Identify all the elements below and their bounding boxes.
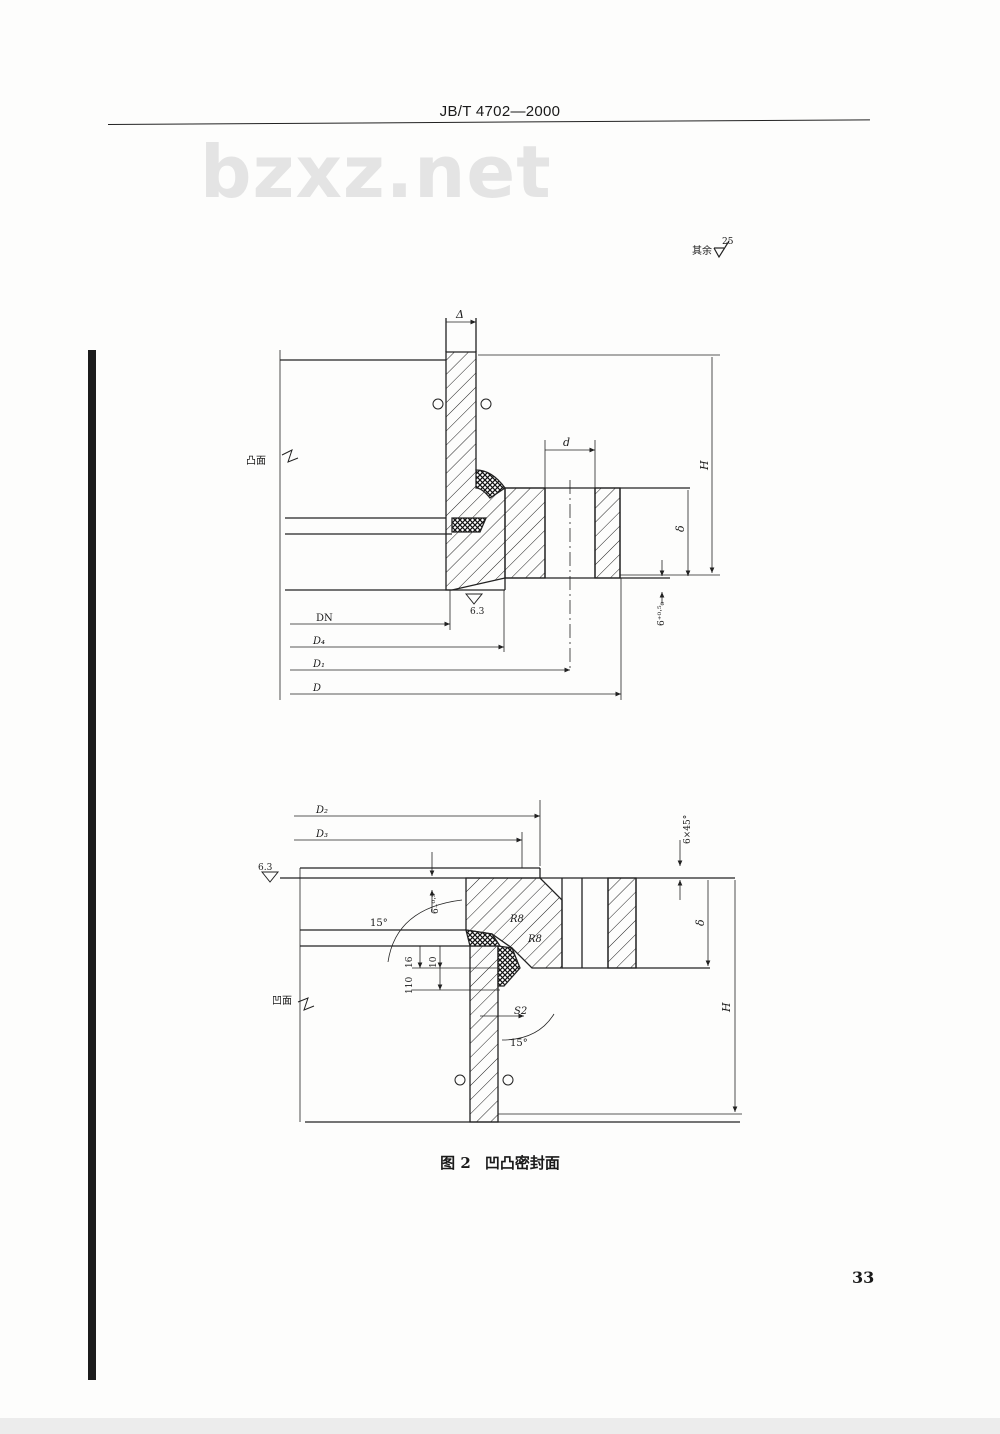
bottom-dim-110: 110 (405, 977, 415, 994)
scan-edge-bar (88, 350, 96, 1380)
standard-code: JB/T 4702—2000 (439, 103, 561, 120)
figure-title: 凹凸密封面 (484, 1154, 560, 1172)
top-dim-d: d (563, 436, 570, 449)
bottom-dim-16: 16 (405, 956, 415, 968)
bottom-angle-a: 15° (370, 918, 388, 929)
bottom-tolerance: 6₋⁰·⁵ (431, 893, 441, 914)
figure-caption: 图 2 凹凸密封面 (0, 1152, 1000, 1173)
top-diameter-D1: D₁ (312, 659, 325, 670)
roughness-note-value: 25 (722, 237, 734, 247)
bottom-radius-b: R8 (527, 934, 542, 945)
top-diameter-D: D (312, 683, 321, 694)
bottom-dim-delta: δ (694, 919, 707, 926)
roughness-note-label: 其余 (692, 246, 712, 257)
roughness-note: 其余 25 (692, 237, 745, 260)
top-dim-delta: δ (674, 525, 687, 532)
bottom-dim-10: 10 (429, 956, 439, 968)
page-number: 33 (852, 1268, 875, 1287)
bottom-radius-a: R8 (509, 914, 524, 925)
bottom-dim-s2: S2 (514, 1006, 527, 1017)
bottom-band (0, 1418, 1000, 1434)
watermark: bzxz.net (200, 130, 552, 214)
figure-number: 图 2 (440, 1154, 471, 1172)
bottom-diameter-D3: D₃ (315, 829, 328, 840)
bottom-diameter-D2: D₂ (315, 805, 328, 816)
figure-bottom (260, 800, 742, 1123)
roughness-symbol-icon (713, 240, 730, 259)
top-dim-delta-small: Δ (455, 308, 464, 321)
figure-bottom-labels: D₂ D₃ 6×45° 6.3 6₋⁰·⁵ 15° 15° R8 R8 16 1… (258, 805, 733, 1049)
top-tolerance: 6⁺⁰·⁵₀ (657, 601, 667, 626)
bottom-chamfer: 6×45° (683, 815, 693, 844)
top-diameter-D4: D₄ (312, 636, 325, 647)
top-dim-H: H (698, 460, 711, 471)
bottom-angle-b: 15° (510, 1038, 528, 1049)
top-diameter-DN: DN (316, 613, 333, 624)
bottom-dim-H: H (720, 1002, 733, 1013)
bottom-roughness: 6.3 (258, 863, 273, 873)
bottom-face-label: 凹面 (272, 996, 292, 1007)
top-face-label: 凸面 (246, 455, 266, 467)
figure-top (279, 318, 720, 700)
top-roughness: 6.3 (470, 607, 485, 617)
figure-top-labels: Δ d H δ 6⁺⁰·⁵₀ 6.3 凸面 DN D₄ D₁ D (246, 308, 711, 694)
